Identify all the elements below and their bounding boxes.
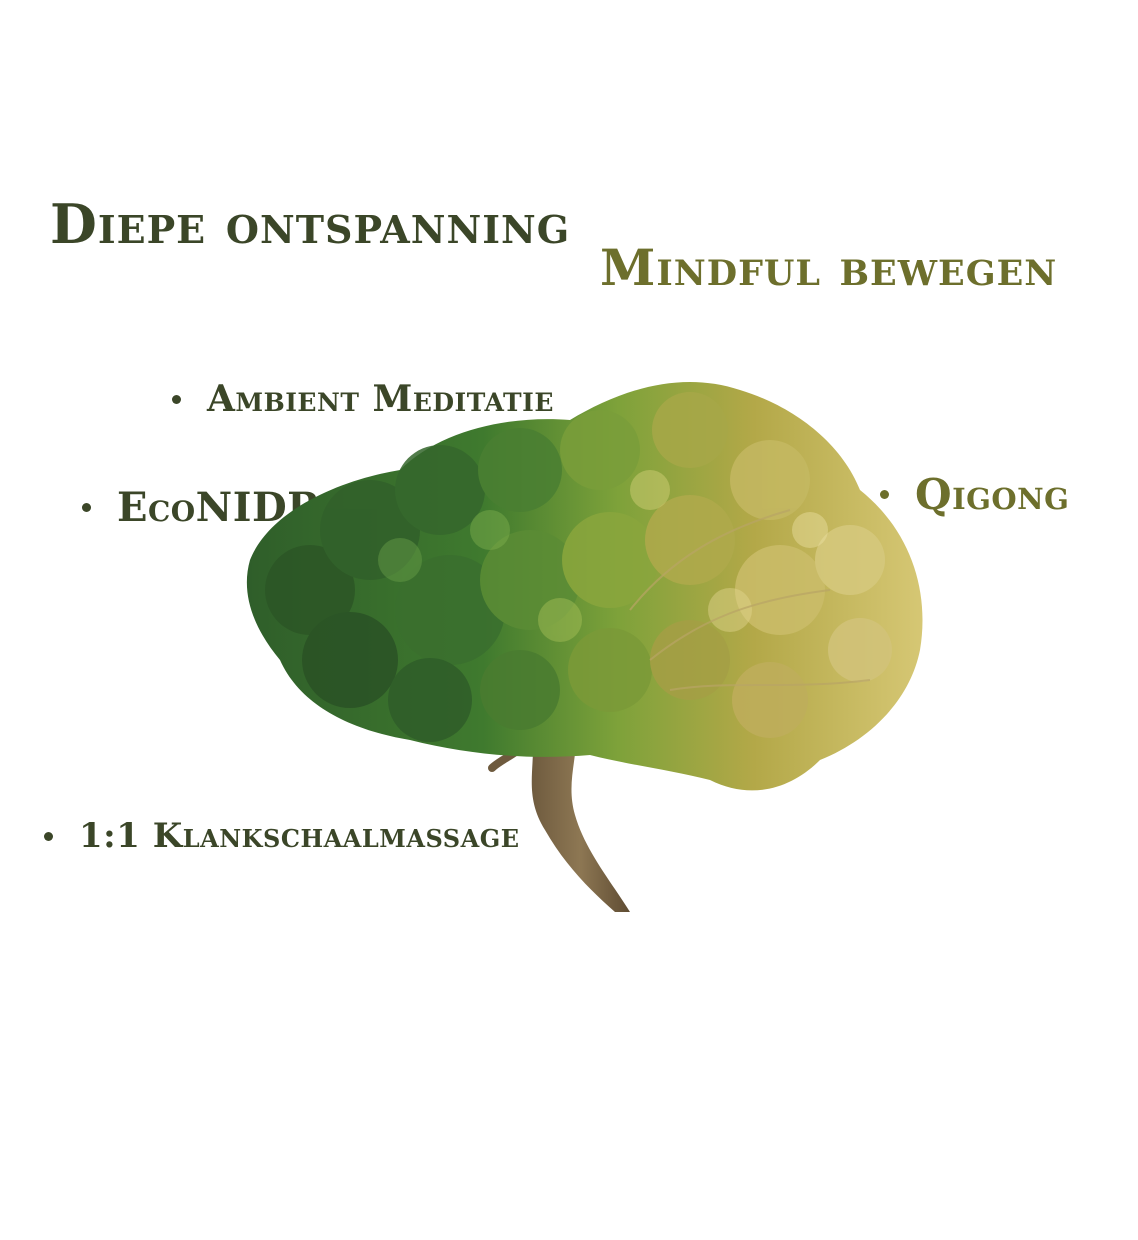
list-item-label: Qigong bbox=[915, 470, 1070, 519]
bullet-icon bbox=[82, 503, 91, 512]
tree-icon bbox=[246, 381, 923, 912]
bullet-icon bbox=[172, 394, 181, 404]
list-item-label: 1:1 Klankschaalmassage bbox=[79, 816, 520, 856]
list-item-ambient-meditatie: Ambient Meditatie bbox=[172, 378, 554, 420]
tree-illustration bbox=[230, 360, 950, 920]
bullet-icon bbox=[44, 831, 53, 841]
heading-mindful-bewegen: Mindful bewegen bbox=[600, 238, 1058, 297]
list-item-klankschaalmassage: 1:1 Klankschaalmassage bbox=[44, 816, 520, 856]
bullet-icon bbox=[880, 490, 889, 499]
list-item-qigong: Qigong bbox=[880, 470, 1069, 519]
list-item-label: Ambient Meditatie bbox=[207, 378, 554, 420]
heading-diepe-ontspanning: Diepe ontspanning bbox=[50, 192, 571, 256]
